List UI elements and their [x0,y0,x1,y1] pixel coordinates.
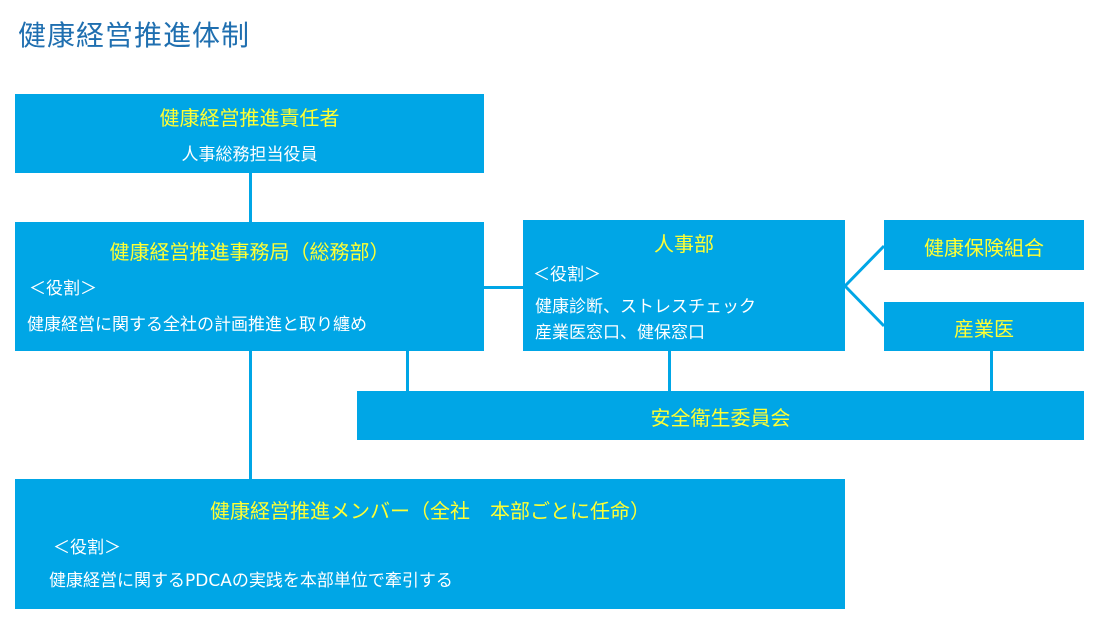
page-title: 健康経営推進体制 [18,19,251,52]
connector-office-committee [406,351,409,391]
members-heading: 健康経営推進メンバー（全社 本部ごとに任命） [210,499,650,523]
connector-doctor-committee [990,351,993,391]
hr-box: 人事部 ＜役割＞ 健康診断、ストレスチェック 産業医窓口、健保窓口 [523,220,845,351]
office-heading: 健康経営推進事務局（総務部） [109,240,390,264]
connector-responsible-office [249,173,252,222]
responsible-box: 健康経営推進責任者 人事総務担当役員 [15,94,484,173]
industrial-doctor-box: 産業医 [884,302,1084,351]
connector-hr-union [843,244,886,288]
connector-office-members [249,351,252,479]
hr-heading: 人事部 [654,232,714,256]
responsible-subtitle: 人事総務担当役員 [181,145,318,165]
health-insurance-union-heading: 健康保険組合 [924,236,1044,260]
safety-committee-box: 安全衛生委員会 [357,391,1084,440]
office-role-label: ＜役割＞ [29,279,97,299]
members-box: 健康経営推進メンバー（全社 本部ごとに任命） ＜役割＞ 健康経営に関するPDCA… [15,479,845,609]
hr-role-label: ＜役割＞ [533,265,601,285]
hr-role-line1: 健康診断、ストレスチェック [535,297,756,317]
safety-committee-heading: 安全衛生委員会 [650,406,791,430]
health-insurance-union-box: 健康保険組合 [884,220,1084,270]
industrial-doctor-heading: 産業医 [954,317,1014,341]
responsible-heading: 健康経営推進責任者 [159,106,340,130]
connector-office-hr [483,286,523,289]
office-role-text: 健康経営に関する全社の計画推進と取り纏め [27,315,367,335]
members-role-label: ＜役割＞ [53,538,121,558]
connector-hr-committee [668,351,671,391]
hr-role-line2: 産業医窓口、健保窓口 [535,323,705,343]
connector-hr-doctor [843,284,886,328]
members-role-text: 健康経営に関するPDCAの実践を本部単位で牽引する [49,571,453,591]
office-box: 健康経営推進事務局（総務部） ＜役割＞ 健康経営に関する全社の計画推進と取り纏め [15,222,484,351]
